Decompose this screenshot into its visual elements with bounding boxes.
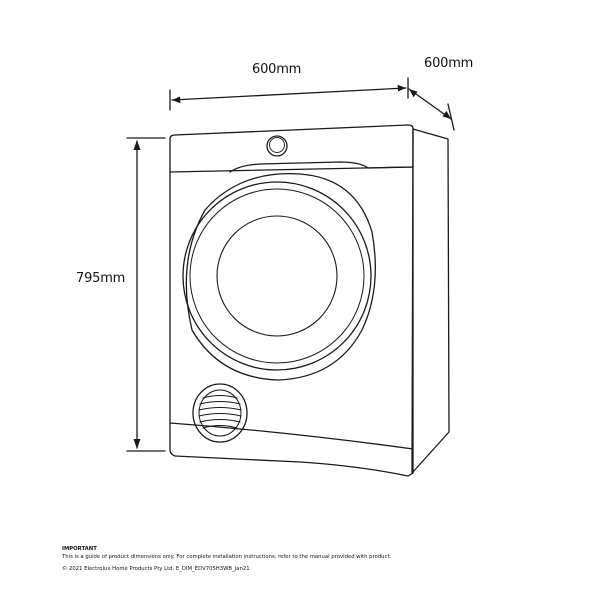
height-arrowhead-bottom (133, 439, 141, 449)
vent-inner (198, 389, 242, 437)
height-dimension (126, 137, 166, 452)
footer: IMPORTANT This is a guide of product dim… (62, 545, 562, 574)
door (182, 172, 376, 381)
height-label: 795mm (76, 271, 126, 286)
height-arrowhead-top (133, 140, 141, 150)
vent-slat (198, 406, 242, 411)
dryer-body (169, 124, 450, 477)
depth-arrow-line (408, 88, 452, 120)
depth-arrowhead-front (409, 89, 418, 98)
dryer-top-panel (169, 124, 414, 173)
vent-slat (199, 400, 241, 405)
dryer-panel-curve (229, 161, 414, 173)
vent-slat (198, 412, 242, 417)
width-arrowhead-right (397, 84, 406, 92)
width-label: 600mm (252, 62, 302, 77)
knob-outer (266, 135, 288, 157)
footer-copyright: © 2021 Electrolux Home Products Pty Ltd.… (62, 566, 250, 573)
vent-slat (199, 418, 241, 423)
width-arrow-line (171, 87, 407, 101)
depth-dimension (408, 88, 455, 131)
vent-grille (192, 383, 248, 443)
knob-inner (269, 137, 285, 153)
width-arrowhead-left (172, 96, 181, 104)
dryer-front-outline (169, 171, 414, 477)
vent-slat (202, 424, 238, 429)
depth-arrowhead-back (442, 110, 451, 119)
width-dimension (169, 77, 409, 111)
door-glass (216, 215, 338, 337)
door-outer-ring (182, 181, 372, 371)
door-surround (185, 172, 376, 381)
dryer-side (411, 128, 450, 474)
depth-label: 600mm (424, 56, 474, 71)
footer-heading: IMPORTANT (62, 546, 97, 552)
depth-extension (447, 103, 455, 131)
door-middle-ring (189, 188, 365, 364)
vent-outer (192, 383, 248, 443)
dryer-kickplate-line (169, 422, 414, 450)
vent-slat (202, 394, 238, 399)
control-knob (266, 135, 288, 157)
footer-note: This is a guide of product dimensions on… (62, 554, 392, 561)
